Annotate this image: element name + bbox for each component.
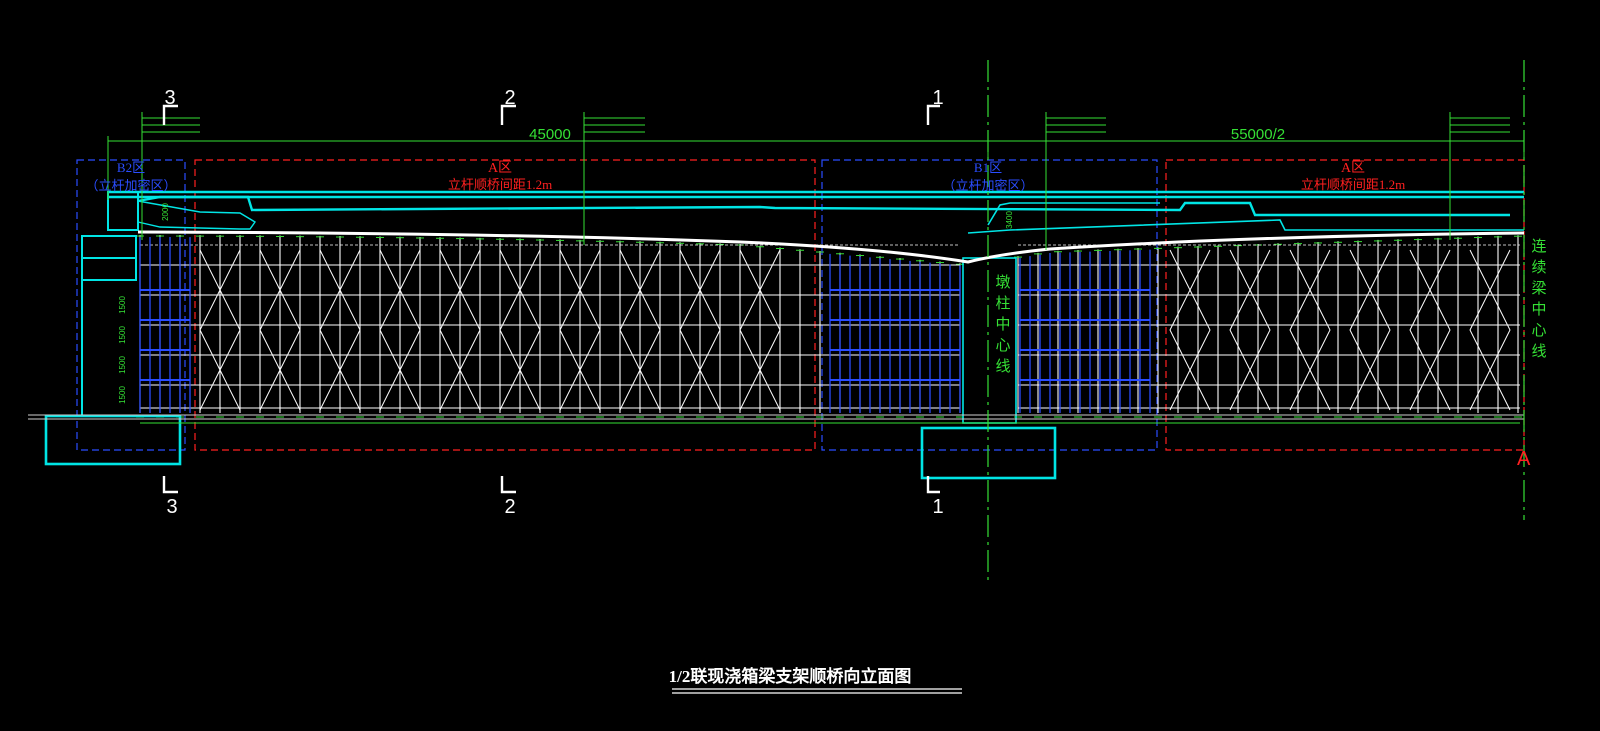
scaffold-brace — [1469, 249, 1491, 411]
scaffold-brace — [199, 249, 221, 411]
tier-dim-4: 1500 — [118, 386, 127, 404]
scaffold-brace — [1349, 249, 1371, 411]
scaffold-brace — [259, 249, 281, 411]
scaffold-brace — [759, 249, 781, 411]
zone-b1-name: B1区 — [974, 160, 1002, 175]
zone-b2-border — [76, 159, 186, 451]
tier-dim-2: 1500 — [118, 326, 127, 344]
scaffold-brace — [219, 249, 241, 411]
scaffold-brace — [459, 249, 481, 411]
right-span-dimension: 55000/2 — [1231, 126, 1285, 143]
zone-a-left-border — [194, 159, 816, 451]
scaffold-brace — [699, 249, 721, 411]
zone-a-right-border — [1165, 159, 1525, 451]
section-2-bottom-label: 2 — [504, 496, 515, 518]
section-2-top-mark — [500, 104, 516, 125]
zone-borders — [76, 159, 1525, 451]
scaffold-brace — [379, 249, 401, 411]
scaffold-brace — [519, 249, 541, 411]
section-3-top-mark — [162, 104, 178, 125]
zone-b1-note: （立杆加密区） — [942, 178, 1033, 193]
scaffold-brace — [1429, 249, 1451, 411]
dense-zone-left — [139, 237, 961, 413]
leader-group-3 — [1045, 112, 1106, 250]
zone-a-right-note: 立杆顺桥间距1.2m — [1301, 177, 1405, 192]
section-1-bottom-label: 1 — [932, 496, 943, 518]
tier-dim-3: 1500 — [118, 356, 127, 374]
section-1-top-mark — [926, 104, 940, 125]
leader-group-4 — [1449, 112, 1510, 240]
girder-web-right — [987, 202, 1160, 226]
section-3-top-label: 3 — [164, 87, 175, 109]
zone-b1-border — [821, 159, 1158, 451]
leader-group-2 — [583, 112, 645, 245]
leader-group-1 — [141, 112, 200, 240]
scaffold-brace — [1169, 249, 1191, 411]
girder-inner-left — [137, 195, 1510, 217]
scaffold-brace — [679, 249, 701, 411]
pier-center-label: 墩柱中心线 — [994, 274, 1011, 379]
scaffold-brace — [339, 249, 361, 411]
section-3-bottom-mark — [162, 476, 178, 494]
section-3-bottom-label: 3 — [166, 496, 177, 518]
scaffold-brace — [579, 249, 601, 411]
scaffold-brace — [639, 249, 661, 411]
abutment-top — [107, 191, 139, 231]
left-foundation — [44, 414, 182, 466]
scaffold-brace — [1309, 249, 1331, 411]
scaffold-brace — [1229, 249, 1251, 411]
zone-b2-name: B2区 — [117, 160, 145, 175]
girder-web-left — [137, 200, 257, 230]
height-2000-label: 2000 — [161, 203, 170, 221]
beam-center-label: 连续梁中心线 — [1530, 238, 1547, 364]
zone-a-left-note: 立杆顺桥间距1.2m — [448, 177, 552, 192]
scaffold-brace — [1369, 249, 1391, 411]
scaffold-brace — [399, 249, 421, 411]
zone-b2-note: （立杆加密区） — [85, 178, 176, 193]
section-1-top-label: 1 — [932, 87, 943, 109]
girder-inner-right — [967, 219, 1524, 234]
scaffold-brace — [1409, 249, 1431, 411]
scaffold-brace — [1289, 249, 1311, 411]
scaffold-brace — [559, 249, 581, 411]
dimension-lines — [107, 112, 1525, 250]
scaffold-brace — [499, 249, 521, 411]
section-letter-a: A — [1517, 448, 1531, 470]
section-2-top-label: 2 — [504, 87, 515, 109]
scaffold-brace — [279, 249, 301, 411]
zone-a-right-name: A区 — [1341, 160, 1365, 176]
scaffold-brace — [319, 249, 341, 411]
box-girder — [44, 190, 1524, 480]
girder-soffit-curve — [137, 230, 1525, 264]
section-1-bottom-mark — [926, 476, 940, 494]
scaffold-brace — [1189, 249, 1211, 411]
scaffold-brace — [1249, 249, 1271, 411]
scaffold-brace — [619, 249, 641, 411]
scaffold-brace — [739, 249, 761, 411]
section-2-bottom-mark — [500, 476, 516, 494]
left-span-dimension: 45000 — [529, 126, 571, 143]
tier-dim-1: 1500 — [118, 296, 127, 314]
dense-zone-right — [1019, 249, 1151, 413]
scaffold-brace — [1489, 249, 1511, 411]
zone-a-left-name: A区 — [488, 160, 512, 176]
section-marks — [162, 104, 940, 494]
height-3400-label: 3400 — [1005, 211, 1014, 229]
scaffold-brace — [439, 249, 461, 411]
drawing-title: 1/2联现浇箱梁支架顺桥向立面图 — [669, 666, 912, 686]
